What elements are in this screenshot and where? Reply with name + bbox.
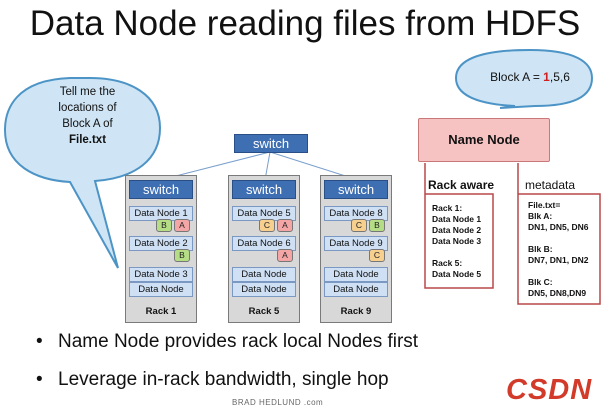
block-a: A [277,249,293,262]
rack-aware-bracket [424,163,494,289]
data-node: Data Node 3 [129,267,193,282]
data-node: Data Node [232,267,296,282]
client-callout-filename: File.txt [68,134,107,146]
client-callout-text: Tell me the locations of Block A of File… [40,84,135,148]
metadata-bracket [517,163,601,305]
block-a: A [174,219,190,232]
bullet-2: • Leverage in-rack bandwidth, single hop [36,369,389,391]
client-callout-bubble [3,77,162,269]
data-node: Data Node [324,267,388,282]
bullet-2-text: Leverage in-rack bandwidth, single hop [58,369,389,390]
block-b: B [369,219,385,232]
core-switch: switch [234,134,308,153]
block-c: C [369,249,385,262]
bullet-dot: • [36,331,43,352]
block-b: B [174,249,190,262]
page-title: Data Node reading files from HDFS [29,4,581,43]
credit-text: BRAD HEDLUND .com [232,398,324,407]
data-node: Data Node 6 [232,236,296,251]
bullet-1: • Name Node provides rack local Nodes fir… [36,331,418,353]
data-node: Data Node 9 [324,236,388,251]
rack-switch: switch [129,180,193,199]
client-callout-line2: locations of [58,102,117,114]
block-c: C [351,219,367,232]
client-callout-line3: Block A of [62,118,113,130]
block-b: B [156,219,172,232]
csdn-watermark: CSDN [506,374,593,406]
bullet-1-text: Name Node provides rack local Nodes firs… [58,331,419,352]
data-node: Data Node [129,282,193,297]
metadata-heading: metadata [525,178,576,192]
name-node-box: Name Node [418,118,550,162]
rack-switch: switch [324,180,388,199]
data-node: Data Node [324,282,388,297]
rack-aware-text: Rack 1: Data Node 1 Data Node 2 Data Nod… [432,203,482,279]
bullet-dot: • [36,369,43,390]
namenode-callout-text: Block A = 1,5,6 [475,70,585,84]
metadata-text: File.txt= Blk A: DN1, DN5, DN6 Blk B: DN… [528,200,589,298]
rack-label: Rack 5 [248,306,280,317]
client-callout-line1: Tell me the [59,86,116,98]
data-node: Data Node [232,282,296,297]
rack-label: Rack 9 [340,306,372,317]
namenode-callout-highlight: 1 [543,70,550,84]
data-node: Data Node 2 [129,236,193,251]
block-a: A [277,219,293,232]
rack-label: Rack 1 [145,306,177,317]
namenode-callout-rest: ,5,6 [549,70,570,84]
namenode-callout-bubble [454,48,594,109]
rack-aware-heading: Rack aware [428,178,495,192]
block-c: C [259,219,275,232]
rack-switch: switch [232,180,296,199]
namenode-callout-prefix: Block A = [490,70,544,84]
